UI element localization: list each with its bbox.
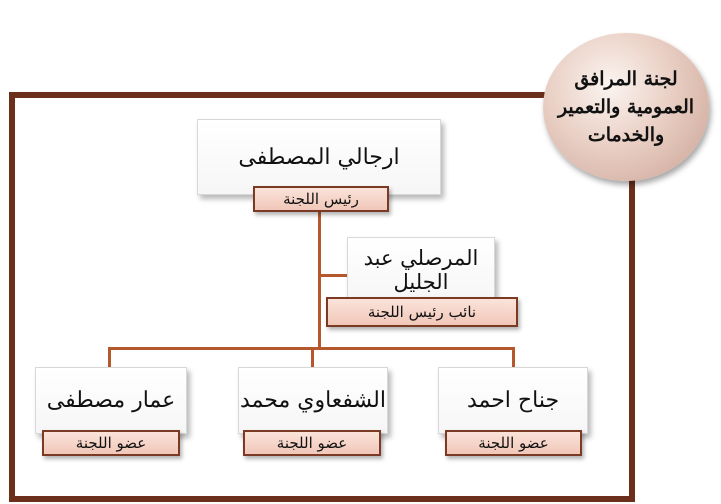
member-box-3: عمار مصطفى bbox=[35, 367, 187, 434]
committee-title: لجنة المرافق العمومية والتعمير والخدمات bbox=[557, 68, 695, 146]
member-name-1: جناح احمد bbox=[466, 388, 560, 413]
member-role-label-2: عضو اللجنة bbox=[243, 430, 381, 456]
deputy-name: المرصلي عبد الجليل bbox=[363, 246, 479, 294]
committee-title-badge: لجنة المرافق العمومية والتعمير والخدمات bbox=[543, 33, 709, 181]
member-name-2: الشفعاوي محمد bbox=[240, 388, 386, 413]
member-role-label-1: عضو اللجنة bbox=[445, 430, 582, 456]
deputy-role-label: نائب رئيس اللجنة bbox=[326, 297, 518, 327]
connector-member-middle bbox=[311, 347, 314, 367]
member-box-1: جناح احمد bbox=[438, 367, 588, 434]
connector-trunk bbox=[318, 210, 321, 348]
chair-name: ارجالي المصطفى bbox=[238, 144, 400, 170]
connector-member-right bbox=[512, 347, 515, 367]
deputy-name-box: المرصلي عبد الجليل bbox=[347, 237, 495, 303]
chair-name-box: ارجالي المصطفى bbox=[197, 119, 441, 195]
org-chart-frame bbox=[9, 92, 635, 502]
member-box-2: الشفعاوي محمد bbox=[238, 367, 388, 434]
connector-member-left bbox=[108, 347, 111, 367]
member-role-label-3: عضو اللجنة bbox=[42, 430, 180, 456]
connector-deputy bbox=[318, 274, 348, 277]
member-name-3: عمار مصطفى bbox=[46, 388, 176, 413]
chair-role-label: رئيس اللجنة bbox=[253, 186, 389, 212]
